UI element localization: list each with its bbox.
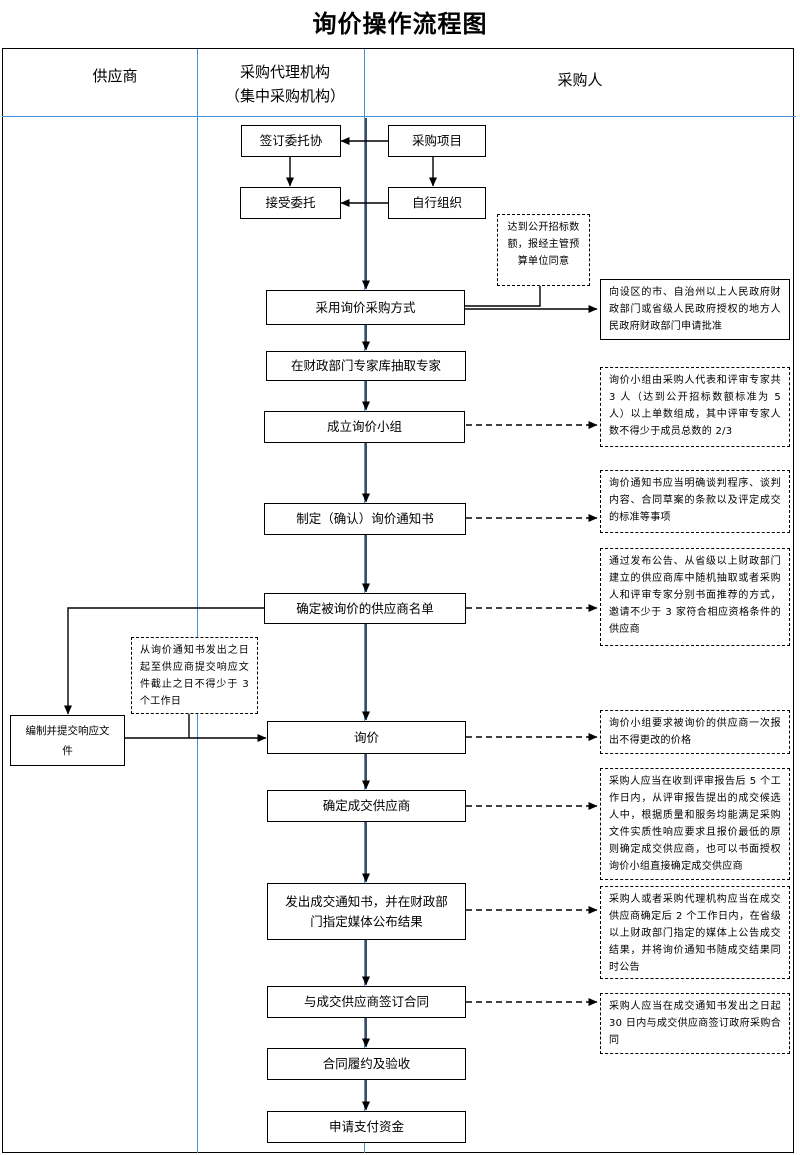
note-group-composition: 询价小组由采购人代表和评审专家共 3 人（达到公开招标数额标准为 5 人）以上单… xyxy=(600,367,790,447)
box-publish-result: 发出成交通知书，并在财政部门指定媒体公布结果 xyxy=(267,883,466,940)
lane-header-supplier: 供应商 xyxy=(92,67,138,85)
note-no-change-price: 询价小组要求被询价的供应商一次报出不得更改的价格 xyxy=(600,710,790,754)
lane-divider-left xyxy=(197,49,198,1153)
note-approval: 向设区的市、自治州以上人民政府财政部门或省级人民政府授权的地方人民政府财政部门申… xyxy=(600,279,790,340)
box-sign-contract: 与成交供应商签订合同 xyxy=(267,986,466,1018)
box-self-organize: 自行组织 xyxy=(388,187,486,219)
box-make-notice: 制定（确认）询价通知书 xyxy=(264,503,466,535)
line-threshold-note xyxy=(465,286,541,307)
box-apply-payment: 申请支付资金 xyxy=(267,1111,466,1143)
box-accept-entrust: 接受委托 xyxy=(240,187,341,219)
note-supplier-selection: 通过发布公告、从省级以上财政部门建立的供应商库中随机抽取或者采购人和评审专家分别… xyxy=(600,548,790,646)
note-contract-rule: 采购人应当在成交通知书发出之日起 30 日内与成交供应商签订政府采购合同 xyxy=(600,993,790,1054)
lane-header-purchaser: 采购人 xyxy=(557,71,603,89)
box-adopt-inquiry: 采用询价采购方式 xyxy=(266,290,465,325)
box-purchase-project: 采购项目 xyxy=(388,125,486,157)
note-winner-rule: 采购人应当在收到评审报告后 5 个工作日内，从评审报告提出的成交候选人中，根据质… xyxy=(600,768,790,880)
box-fulfill-accept: 合同履约及验收 xyxy=(267,1048,466,1080)
box-prepare-response: 编制并提交响应文件 xyxy=(10,715,125,766)
box-inquiry: 询价 xyxy=(267,721,466,754)
header-divider xyxy=(2,116,796,117)
box-draw-experts: 在财政部门专家库抽取专家 xyxy=(266,351,466,381)
box-determine-winner: 确定成交供应商 xyxy=(267,790,466,822)
diagram-frame xyxy=(2,48,794,1153)
box-confirm-suppliers: 确定被询价的供应商名单 xyxy=(264,593,466,624)
note-response-period: 从询价通知书发出之日起至供应商提交响应文件截止之日不得少于 3 个工作日 xyxy=(131,637,258,714)
box-form-group: 成立询价小组 xyxy=(264,411,465,443)
box-sign-entrust: 签订委托协 xyxy=(241,125,341,157)
note-notice-content: 询价通知书应当明确谈判程序、谈判内容、合同草案的条款以及评定成交的标准等事项 xyxy=(600,470,790,533)
note-public-threshold: 达到公开招标数额，报经主管预算单位同意 xyxy=(497,214,590,286)
lane-header-agency-line2: （集中采购机构） xyxy=(224,87,345,105)
lane-header-agency: 采购代理机构 （集中采购机构） xyxy=(210,60,360,108)
lane-header-agency-line1: 采购代理机构 xyxy=(239,63,330,81)
note-publish-rule: 采购人或者采购代理机构应当在成交供应商确定后 2 个工作日内，在省级以上财政部门… xyxy=(600,886,790,979)
page-title: 询价操作流程图 xyxy=(312,10,488,38)
arrow-suppliers-to-prepare xyxy=(64,607,265,715)
